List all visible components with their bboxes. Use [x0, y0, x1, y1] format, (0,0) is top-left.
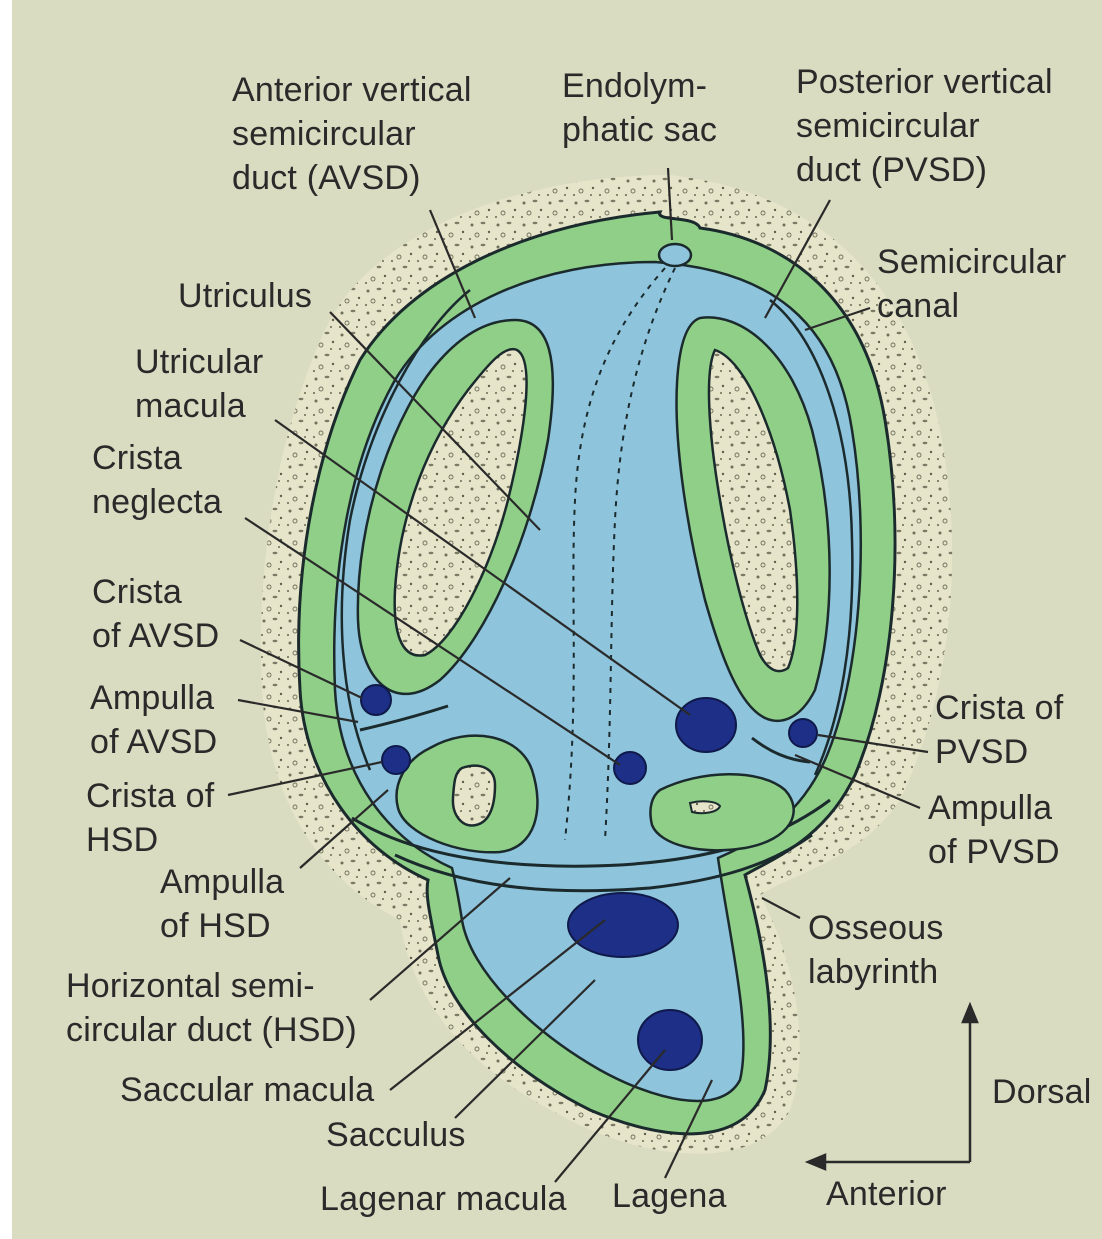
label-utriculus: Utriculus [178, 274, 312, 318]
label-crista-pvsd: Crista of PVSD [935, 686, 1063, 774]
label-crista-neglecta: Crista neglecta [92, 436, 222, 524]
label-ampulla-hsd: Ampulla of HSD [160, 860, 284, 948]
label-saccular-macula: Saccular macula [120, 1068, 374, 1112]
label-hsd: Horizontal semi- circular duct (HSD) [66, 964, 357, 1052]
pvsd-lower-loop-hole [690, 801, 720, 813]
label-utricular-macula: Utricular macula [135, 340, 263, 428]
crista-neglecta [614, 752, 646, 784]
label-avsd: Anterior vertical semicircular duct (AVS… [232, 68, 472, 200]
label-endolymphatic-sac: Endolym- phatic sac [562, 64, 717, 152]
label-osseous-labyrinth: Osseous labyrinth [808, 906, 944, 994]
pvsd-lower-loop-green [650, 774, 793, 850]
label-anterior: Anterior [826, 1172, 947, 1216]
label-sacculus: Sacculus [326, 1113, 466, 1157]
crista-of-hsd [382, 746, 410, 774]
lagenar-macula [638, 1010, 702, 1070]
label-ampulla-avsd: Ampulla of AVSD [90, 676, 217, 764]
label-ampulla-pvsd: Ampulla of PVSD [928, 786, 1060, 874]
crista-of-pvsd [789, 719, 817, 747]
utricular-macula [676, 698, 736, 752]
label-pvsd: Posterior vertical semicircular duct (PV… [796, 60, 1053, 192]
hsd-loop-hole [453, 766, 495, 826]
endolymphatic-sac [659, 244, 691, 266]
orientation-axes [808, 1005, 977, 1169]
label-lagena: Lagena [612, 1174, 727, 1218]
label-crista-hsd: Crista of HSD [86, 774, 214, 862]
saccular-macula [568, 893, 678, 957]
label-semicircular-canal: Semicircular canal [877, 240, 1066, 328]
label-lagenar-macula: Lagenar macula [320, 1177, 567, 1221]
label-dorsal: Dorsal [992, 1070, 1091, 1114]
crista-of-avsd [361, 685, 391, 715]
label-crista-avsd: Crista of AVSD [92, 570, 219, 658]
